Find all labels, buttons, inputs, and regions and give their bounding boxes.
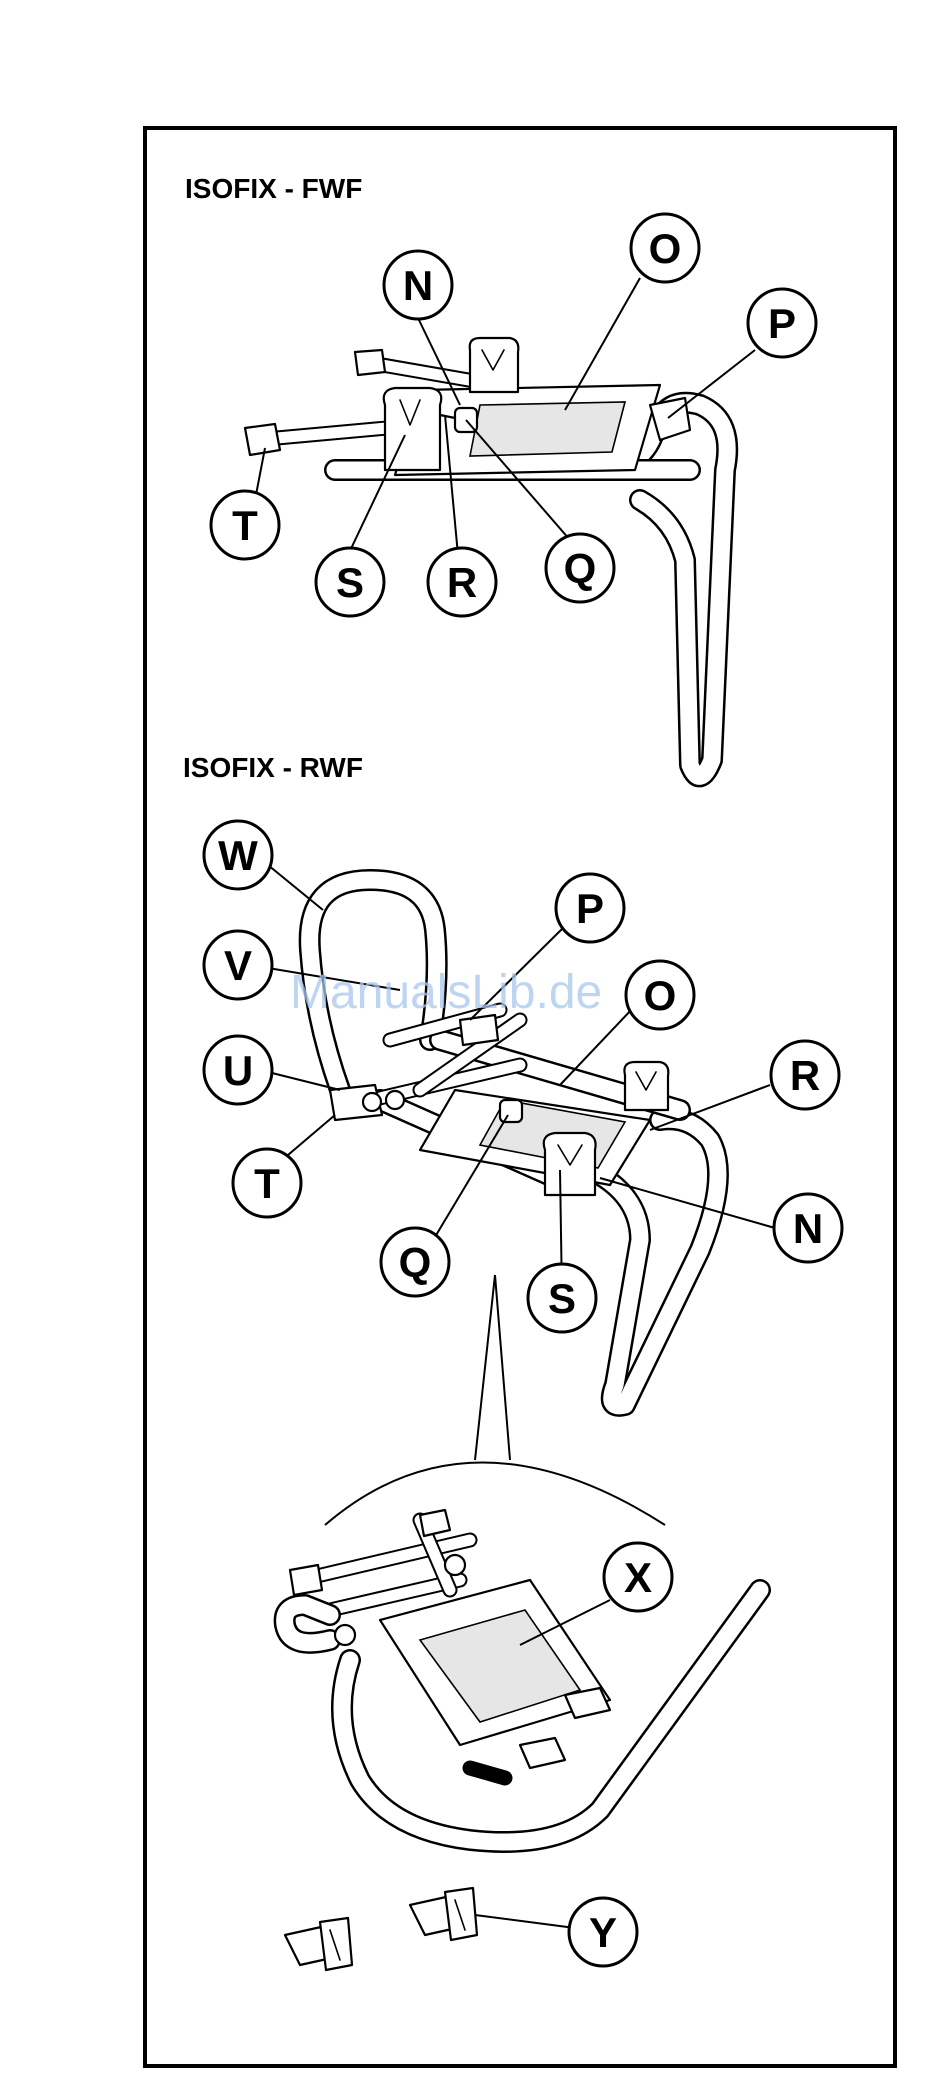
guide-piece-right: [410, 1888, 477, 1940]
svg-text:T: T: [232, 502, 258, 549]
callout-s-rwf: S: [528, 1264, 596, 1332]
section-fwf: ISOFIX - FWF: [185, 173, 816, 776]
callout-o-rwf: O: [626, 961, 694, 1029]
callout-r: R: [428, 548, 496, 616]
svg-text:V: V: [224, 942, 252, 989]
svg-text:R: R: [790, 1052, 820, 1099]
callout-n: N: [384, 251, 452, 319]
callout-w: W: [204, 821, 272, 889]
svg-text:S: S: [336, 559, 364, 606]
svg-text:P: P: [576, 885, 604, 932]
callout-o: O: [631, 214, 699, 282]
guide-piece-left: [285, 1918, 352, 1970]
svg-text:O: O: [644, 972, 677, 1019]
callout-t: T: [211, 491, 279, 559]
callout-t-rwf: T: [233, 1149, 301, 1217]
svg-text:P: P: [768, 300, 796, 347]
callout-r-rwf: R: [771, 1041, 839, 1109]
section-folded: X: [285, 1275, 760, 1842]
svg-text:X: X: [624, 1554, 652, 1601]
svg-text:N: N: [793, 1205, 823, 1252]
section-guides: Y: [285, 1888, 637, 1970]
callout-u: U: [204, 1036, 272, 1104]
svg-text:Q: Q: [564, 545, 597, 592]
svg-text:O: O: [649, 225, 682, 272]
svg-text:T: T: [254, 1160, 280, 1207]
callout-q: Q: [546, 534, 614, 602]
callout-q-rwf: Q: [381, 1228, 449, 1296]
callout-n-rwf: N: [774, 1194, 842, 1262]
callout-s: S: [316, 548, 384, 616]
svg-text:Q: Q: [399, 1239, 432, 1286]
svg-text:N: N: [403, 262, 433, 309]
callout-p: P: [748, 289, 816, 357]
section-title-fwf: ISOFIX - FWF: [185, 173, 362, 204]
svg-text:S: S: [548, 1275, 576, 1322]
isofix-base-rwf-drawing: [310, 880, 718, 1406]
svg-text:W: W: [218, 832, 258, 879]
callout-p-rwf: P: [556, 874, 624, 942]
svg-text:Y: Y: [589, 1909, 617, 1956]
svg-text:U: U: [223, 1047, 253, 1094]
svg-text:R: R: [447, 559, 477, 606]
section-title-rwf: ISOFIX - RWF: [183, 752, 363, 783]
callout-y: Y: [569, 1898, 637, 1966]
callout-v: V: [204, 931, 272, 999]
watermark: ManualsLib.de: [290, 966, 602, 1019]
callout-x: X: [604, 1543, 672, 1611]
section-rwf: ISOFIX - RWF: [183, 752, 842, 1406]
isofix-base-folded-drawing: [285, 1510, 760, 1842]
